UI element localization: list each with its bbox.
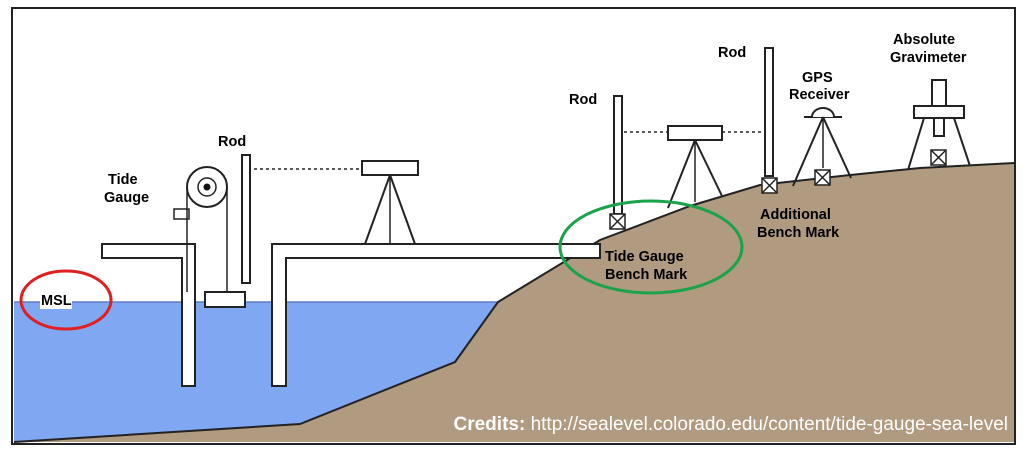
pier-right-structure [271, 243, 601, 387]
gravimeter-leg [953, 117, 971, 167]
gravimeter-column [933, 117, 945, 137]
tide-gauge-label-line2: Gauge [104, 190, 149, 206]
rod-left-label: Rod [218, 134, 246, 150]
level-instrument-center [361, 160, 419, 176]
tripod-leg [694, 139, 723, 197]
rod-right-label: Rod [718, 45, 746, 61]
gravimeter-body [913, 105, 965, 119]
gps-antenna-dome [811, 107, 835, 118]
tide-gauge-hub [203, 183, 211, 191]
tripod-leg [364, 174, 391, 245]
tripod-leg [822, 116, 852, 179]
tide-gauge-bench-mark-label-line1: Tide Gauge [605, 249, 684, 265]
tripod-leg [792, 116, 824, 187]
rod-middle-label: Rod [569, 92, 597, 108]
credits-text: Credits: http://sealevel.colorado.edu/co… [454, 414, 1009, 435]
additional-bench-mark-label-line2: Bench Mark [757, 225, 840, 241]
land-outline [13, 162, 1015, 443]
msl-label-box [40, 291, 72, 309]
level-instrument-right [667, 125, 723, 141]
tripod-leg [667, 139, 696, 209]
credits-label: Credits: [454, 414, 526, 435]
bench-mark-highlight-circle [558, 199, 744, 295]
gravimeter-label-line1: Absolute [893, 32, 955, 48]
tide-gauge-bench-mark-label-line2: Bench Mark [605, 267, 688, 283]
gps-label-line2: Receiver [789, 87, 850, 103]
tide-gauge-label-line1: Tide [108, 172, 138, 188]
tide-gauge-float [204, 291, 246, 308]
rod-left [241, 154, 251, 284]
rod-middle [613, 95, 623, 215]
tripod-leg [389, 174, 416, 245]
gravimeter-leg [907, 117, 925, 171]
additional-bench-mark-label-line1: Additional [760, 207, 831, 223]
gps-bench-mark-icon [814, 169, 831, 186]
tide-gauge-box [173, 208, 190, 220]
pier-left-structure [101, 243, 196, 387]
gravimeter-label-line2: Gravimeter [890, 50, 967, 66]
gravimeter-bench-mark-icon [930, 149, 947, 166]
credits-url: http://sealevel.colorado.edu/content/tid… [531, 414, 1008, 435]
msl-label: MSL [41, 293, 72, 309]
msl-highlight-circle [19, 269, 113, 331]
sea-area [14, 302, 498, 442]
additional-bench-mark-icon [761, 177, 778, 194]
tide-gauge-bench-mark-icon [609, 213, 626, 230]
gps-label-line1: GPS [802, 70, 833, 86]
land-area [14, 163, 1014, 442]
rod-right [764, 47, 774, 177]
gravimeter-top [931, 79, 947, 107]
